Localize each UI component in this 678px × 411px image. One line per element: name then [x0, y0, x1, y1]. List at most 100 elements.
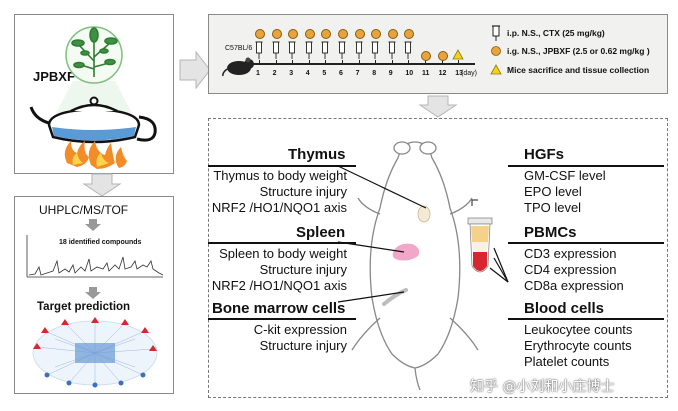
- day-tick: [342, 60, 343, 64]
- day-tick: [259, 60, 260, 64]
- arrow-to-timeline: [179, 50, 211, 90]
- day-label: 13: [455, 70, 463, 77]
- thymus-item-1: Thymus to body weight: [213, 168, 347, 183]
- hgfs-item-2: EPO level: [524, 184, 582, 199]
- pbmcs-rule: [508, 242, 664, 244]
- day-tick: [358, 60, 360, 64]
- blood-tube-illustration: [467, 199, 493, 273]
- day-tick: [458, 60, 460, 64]
- day-label: 2: [272, 70, 277, 77]
- syringe-icon: [288, 41, 296, 59]
- method-label: UHPLC/MS/TOF: [39, 203, 129, 217]
- triangle-icon: [452, 49, 464, 60]
- syringe-icon: [321, 41, 329, 59]
- arrow-to-analysis: [82, 173, 122, 197]
- thymus-item-2: Structure injury: [259, 184, 347, 199]
- day-label: 7: [355, 70, 360, 77]
- spleen-item-3: NRF2 /HO1/NQO1 axis: [211, 278, 347, 293]
- pbmcs-heading: PBMCs: [524, 224, 577, 241]
- day-label: 8: [372, 70, 377, 77]
- orange-dot-icon: [437, 51, 448, 61]
- spleen-heading: Spleen: [296, 224, 346, 241]
- pbmcs-item-1: CD3 expression: [524, 246, 617, 261]
- day-tick: [308, 60, 310, 64]
- orange-dot-icon: [354, 29, 365, 39]
- network-graph: [32, 317, 158, 388]
- timeline-panel: C57BL/6 (day) i.p. N.S., CTX (25 mg/kg) …: [208, 14, 668, 94]
- day-label: 1: [256, 70, 260, 77]
- thymus-rule: [208, 165, 356, 167]
- analysis-panel: UHPLC/MS/TOF 18 identified compounds Tar…: [14, 196, 174, 394]
- orange-dot-icon: [321, 29, 332, 39]
- orange-dot-icon: [338, 29, 348, 39]
- orange-dot-icon: [404, 29, 415, 39]
- spleen-item-1: Spleen to body weight: [219, 246, 347, 261]
- blood-cells-rule: [508, 318, 664, 320]
- legend-text-gavage: i.g. N.S., JPBXF (2.5 or 0.62 mg/kg ): [507, 46, 650, 56]
- hgfs-item-3: TPO level: [524, 200, 582, 215]
- bone-marrow-item-1: C-kit expression: [253, 322, 347, 337]
- day-label: 5: [322, 70, 327, 77]
- pbmcs-item-2: CD4 expression: [524, 262, 617, 277]
- day-unit-label: (day): [461, 70, 477, 77]
- legend-text-injection: i.p. N.S., CTX (25 mg/kg): [507, 28, 605, 38]
- bone-marrow-heading: Bone marrow cells: [212, 300, 346, 317]
- hgfs-item-1: GM-CSF level: [524, 168, 606, 183]
- blood-cells-item-2: Erythrocyte counts: [524, 338, 632, 353]
- blood-cells-item-1: Leukocytee counts: [524, 322, 633, 337]
- teapot-illustration: [29, 26, 157, 169]
- day-label: 9: [388, 70, 393, 77]
- syringe-icon: [355, 41, 363, 59]
- pbmcs-item-3: CD8a expression: [524, 278, 624, 293]
- orange-dot-icon: [491, 46, 501, 56]
- syringe-icon: [305, 41, 313, 59]
- jpbxf-label: JPBXF: [33, 69, 75, 84]
- blood-cells-item-3: Platelet counts: [524, 354, 610, 369]
- orange-dot-icon: [371, 29, 382, 39]
- day-label: 10: [405, 70, 414, 77]
- day-tick: [275, 60, 277, 64]
- small-down-arrow-icon-2: [85, 287, 101, 299]
- results-panel: [208, 118, 668, 398]
- day-tick: [408, 60, 410, 64]
- bone-marrow-rule: [208, 318, 356, 320]
- compounds-label: 18 identified compounds: [59, 239, 142, 246]
- syringe-icon: [404, 41, 412, 59]
- mouse-body-illustration: [351, 141, 479, 390]
- orange-dot-icon: [304, 29, 315, 39]
- triangle-icon: [490, 64, 502, 75]
- day-label: 6: [339, 70, 343, 77]
- thymus-item-3: NRF2 /HO1/NQO1 axis: [211, 200, 347, 215]
- syringe-icon: [272, 41, 280, 59]
- syringe-icon: [371, 41, 379, 59]
- orange-dot-icon: [255, 29, 265, 39]
- spleen-rule: [208, 242, 356, 244]
- prediction-label: Target prediction: [37, 301, 131, 313]
- syringe-icon: [388, 41, 396, 59]
- day-label: 3: [289, 70, 294, 77]
- bone-marrow-item-2: Structure injury: [259, 338, 347, 353]
- spleen-item-2: Structure injury: [259, 262, 347, 277]
- chromatogram-plot: [26, 235, 164, 278]
- herb-preparation-panel: JPBXF: [14, 14, 174, 174]
- day-tick: [325, 60, 327, 64]
- small-down-arrow-icon: [85, 219, 101, 231]
- day-tick: [441, 60, 443, 64]
- timeline-axis: [253, 63, 475, 65]
- orange-dot-icon: [288, 29, 299, 39]
- hgfs-rule: [508, 165, 664, 167]
- day-label: 11: [422, 70, 430, 77]
- mouse-strain-label: C57BL/6: [225, 45, 253, 52]
- syringe-icon: [255, 41, 263, 59]
- thymus-heading: Thymus: [288, 146, 346, 163]
- legend-text-sacrifice: Mice sacrifice and tissue collection: [507, 65, 650, 75]
- day-tick: [375, 60, 377, 64]
- orange-dot-icon: [271, 29, 282, 39]
- day-tick: [425, 60, 426, 64]
- day-label: 12: [438, 70, 447, 77]
- day-tick: [391, 60, 393, 64]
- day-tick: [292, 60, 294, 64]
- day-label: 4: [305, 70, 310, 77]
- mouse-icon: [222, 57, 254, 77]
- orange-dot-icon: [387, 29, 398, 39]
